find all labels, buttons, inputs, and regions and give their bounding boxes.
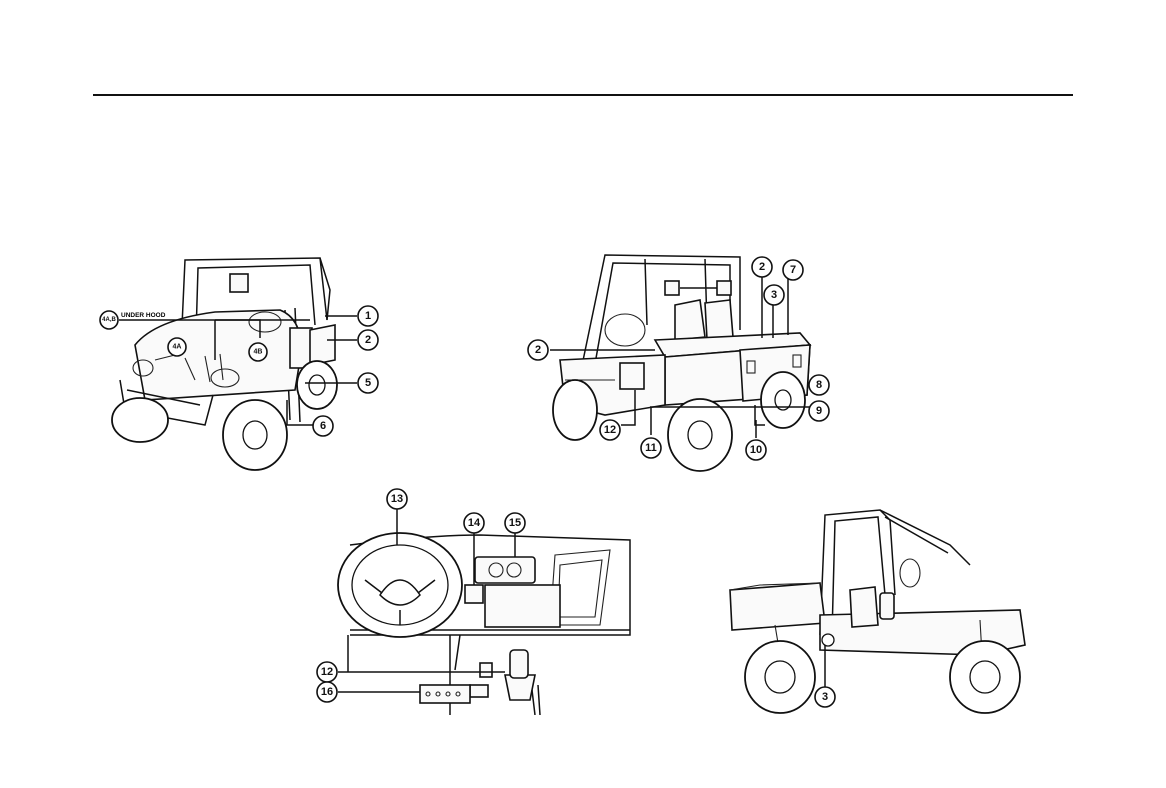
center-panel <box>485 585 560 627</box>
svg-text:7: 7 <box>790 264 796 276</box>
svg-text:16: 16 <box>321 686 333 698</box>
gear-shifter <box>510 650 528 678</box>
dashboard-diagram: 13 14 15 12 16 <box>310 485 635 715</box>
svg-text:2: 2 <box>535 344 541 356</box>
svg-text:3: 3 <box>822 691 828 703</box>
callout-2-top: 2 <box>752 257 772 277</box>
svg-text:12: 12 <box>604 424 616 436</box>
svg-text:4B: 4B <box>254 349 263 356</box>
steering-wheel <box>605 314 645 346</box>
svg-text:8: 8 <box>816 379 822 391</box>
front-left-tire <box>112 398 168 442</box>
svg-text:2: 2 <box>365 334 371 346</box>
callout-4ab: 4A,B <box>100 311 118 329</box>
header-rule <box>93 94 1073 96</box>
svg-text:2: 2 <box>759 261 765 273</box>
svg-text:4A,B: 4A,B <box>102 317 116 323</box>
switch-panel <box>420 685 470 703</box>
callout-2: 2 <box>358 330 378 350</box>
svg-text:10: 10 <box>750 444 762 456</box>
under-hood-label: UNDER HOOD <box>121 312 166 319</box>
callout-1: 1 <box>358 306 378 326</box>
bottle <box>880 593 894 619</box>
callout-10: 10 <box>746 440 766 460</box>
callout-9: 9 <box>809 401 829 421</box>
svg-text:5: 5 <box>365 377 371 389</box>
callout-11: 11 <box>641 438 661 458</box>
side-view-diagram: 3 <box>720 505 1040 720</box>
svg-text:14: 14 <box>468 517 481 529</box>
callout-12: 12 <box>317 662 337 682</box>
pedal <box>470 685 488 697</box>
svg-text:1: 1 <box>365 310 371 322</box>
svg-text:12: 12 <box>321 666 333 678</box>
cup-holder <box>620 363 644 389</box>
callout-14: 14 <box>464 513 484 533</box>
callout-8: 8 <box>809 375 829 395</box>
steering-wheel <box>900 559 920 587</box>
fuel-cap <box>822 634 834 646</box>
svg-text:6: 6 <box>320 420 326 432</box>
gauge-cluster <box>475 557 535 583</box>
callout-5: 5 <box>358 373 378 393</box>
svg-text:15: 15 <box>509 517 521 529</box>
hood <box>135 310 301 400</box>
callout-7: 7 <box>783 260 803 280</box>
callout-3: 3 <box>815 687 835 707</box>
mirror <box>230 274 248 292</box>
front-tire <box>553 380 597 440</box>
svg-text:11: 11 <box>645 442 657 454</box>
svg-text:3: 3 <box>771 289 777 301</box>
callout-6: 6 <box>313 416 333 436</box>
front-view-diagram: UNDER HOOD 4A,B 4A 4B 1 2 5 6 <box>95 250 395 480</box>
callout-4a: 4A <box>168 338 186 356</box>
svg-text:13: 13 <box>391 493 403 505</box>
cargo-bed <box>730 583 825 630</box>
svg-text:9: 9 <box>816 405 822 417</box>
callout-12: 12 <box>600 420 620 440</box>
svg-text:4A: 4A <box>173 344 182 351</box>
callout-4b: 4B <box>249 343 267 361</box>
callout-13: 13 <box>387 489 407 509</box>
callout-3: 3 <box>764 285 784 305</box>
ignition-switch <box>465 585 483 603</box>
callout-2-left: 2 <box>528 340 548 360</box>
seat <box>290 328 312 368</box>
callout-15: 15 <box>505 513 525 533</box>
rear-view-diagram: 2 7 3 2 8 9 12 11 10 <box>525 245 845 475</box>
callout-16: 16 <box>317 682 337 702</box>
